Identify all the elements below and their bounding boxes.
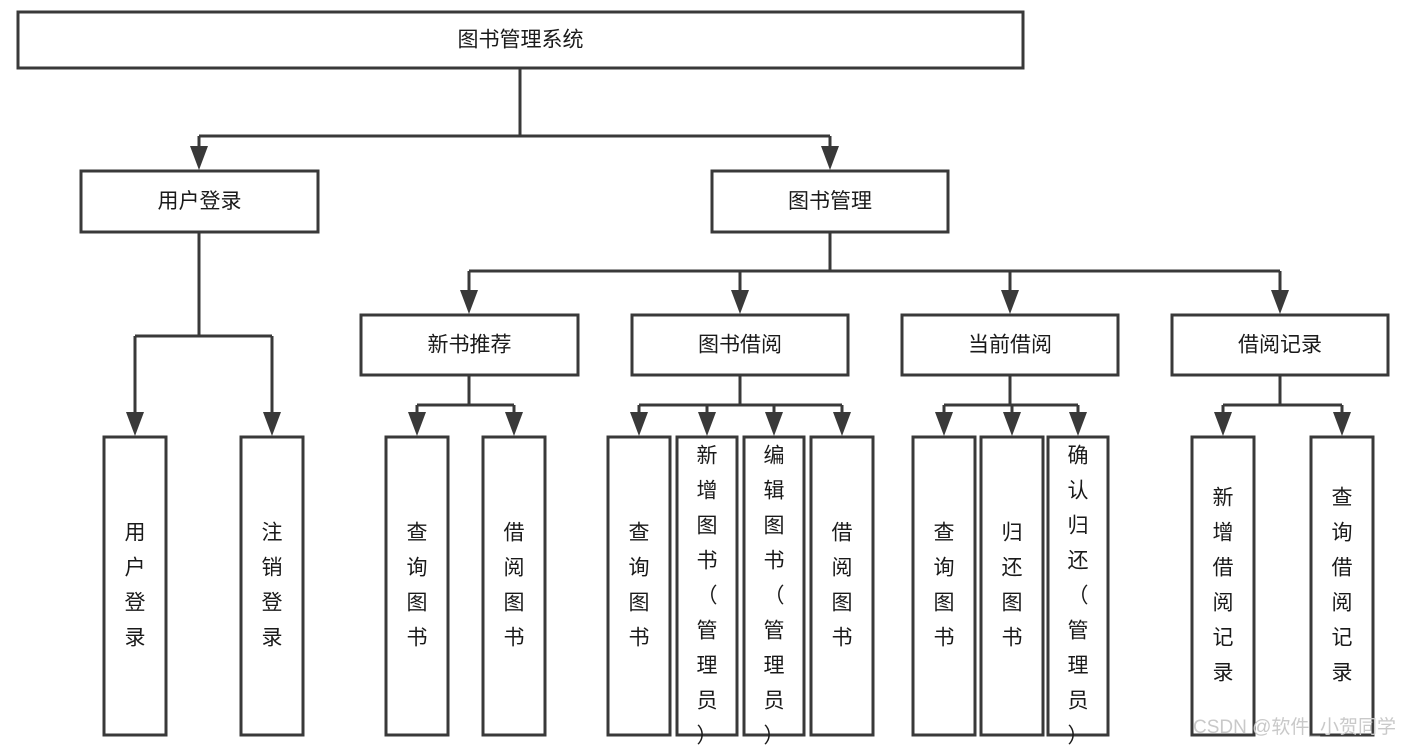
- node-leaf-borrow-book-1[interactable]: 借阅图书: [481, 435, 547, 737]
- csdn-watermark: CSDN @软件_小贺同学: [1193, 716, 1396, 738]
- node-book-borrow[interactable]: 图书借阅: [630, 313, 850, 377]
- node-box-book-borrow[interactable]: [630, 313, 850, 377]
- node-label-leaf-return-book: 归还图书: [1002, 522, 1023, 650]
- arrow-head-icon: [698, 412, 716, 436]
- node-book-management[interactable]: 图书管理: [710, 169, 950, 234]
- node-box-leaf-user-login[interactable]: [102, 435, 168, 737]
- node-box-leaf-edit-book-admin[interactable]: [742, 435, 806, 737]
- node-label-leaf-add-book-admin: 新增图书（管理员）: [697, 445, 718, 747]
- node-label-leaf-query-book-2: 查询图书: [629, 522, 650, 650]
- node-leaf-user-login[interactable]: 用户登录: [102, 435, 168, 737]
- node-box-leaf-query-book-2[interactable]: [606, 435, 672, 737]
- conn-root-to-level2: [190, 68, 839, 170]
- arrow-head-icon: [190, 146, 208, 170]
- node-box-leaf-add-book-admin[interactable]: [675, 435, 739, 737]
- arrow-head-icon: [1271, 290, 1289, 314]
- conn-borrowrecord-to-leaves: [1214, 375, 1351, 436]
- node-leaf-query-book-1[interactable]: 查询图书: [384, 435, 450, 737]
- arrow-head-icon: [1069, 412, 1087, 436]
- node-leaf-logout-login[interactable]: 注销登录: [239, 435, 305, 737]
- conn-bookborrow-to-leaves: [630, 375, 851, 436]
- node-label-leaf-query-book-3: 查询图书: [934, 522, 955, 650]
- node-box-current-borrow[interactable]: [900, 313, 1120, 377]
- node-leaf-confirm-return-admin[interactable]: 确认归还（管理员）: [1046, 435, 1110, 747]
- arrow-head-icon: [765, 412, 783, 436]
- node-leaf-query-book-3[interactable]: 查询图书: [911, 435, 977, 737]
- arrow-head-icon: [1333, 412, 1351, 436]
- node-root[interactable]: 图书管理系统: [16, 10, 1025, 70]
- conn-currentborrow-to-leaves: [935, 375, 1087, 436]
- arrow-head-icon: [460, 290, 478, 314]
- node-box-leaf-borrow-book-2[interactable]: [809, 435, 875, 737]
- node-box-leaf-logout-login[interactable]: [239, 435, 305, 737]
- arrow-head-icon: [263, 412, 281, 436]
- node-box-user-login[interactable]: [79, 169, 320, 234]
- node-leaf-add-book-admin[interactable]: 新增图书（管理员）: [675, 435, 739, 747]
- node-current-borrow[interactable]: 当前借阅: [900, 313, 1120, 377]
- arrow-head-icon: [126, 412, 144, 436]
- node-leaf-return-book[interactable]: 归还图书: [979, 435, 1045, 737]
- node-leaf-query-book-2[interactable]: 查询图书: [606, 435, 672, 737]
- node-box-leaf-return-book[interactable]: [979, 435, 1045, 737]
- node-box-leaf-borrow-book-1[interactable]: [481, 435, 547, 737]
- node-label-leaf-logout-login: 注销登录: [262, 522, 283, 650]
- conn-userlogin-to-leaves: [126, 232, 281, 436]
- node-user-login[interactable]: 用户登录: [79, 169, 320, 234]
- arrow-head-icon: [821, 146, 839, 170]
- node-leaf-edit-book-admin[interactable]: 编辑图书（管理员）: [742, 435, 806, 747]
- node-borrow-record[interactable]: 借阅记录: [1170, 313, 1390, 377]
- arrow-head-icon: [1003, 412, 1021, 436]
- node-box-new-book-recommend[interactable]: [359, 313, 580, 377]
- node-box-leaf-query-book-1[interactable]: [384, 435, 450, 737]
- node-label-leaf-user-login: 用户登录: [125, 522, 146, 650]
- arrow-head-icon: [408, 412, 426, 436]
- arrow-head-icon: [1214, 412, 1232, 436]
- node-label-leaf-query-borrow-record: 查询借阅记录: [1332, 487, 1353, 685]
- node-box-leaf-query-book-3[interactable]: [911, 435, 977, 737]
- node-leaf-add-borrow-record[interactable]: 新增借阅记录: [1190, 435, 1256, 737]
- node-leaf-query-borrow-record[interactable]: 查询借阅记录: [1309, 435, 1375, 737]
- arrow-head-icon: [630, 412, 648, 436]
- node-box-leaf-add-borrow-record[interactable]: [1190, 435, 1256, 737]
- node-label-root: 图书管理系统: [458, 29, 584, 52]
- arrow-head-icon: [1001, 290, 1019, 314]
- node-label-current-borrow: 当前借阅: [968, 334, 1052, 357]
- node-label-new-book-recommend: 新书推荐: [428, 334, 512, 357]
- conn-newbook-to-leaves: [408, 375, 523, 436]
- node-label-leaf-edit-book-admin: 编辑图书（管理员）: [764, 445, 785, 747]
- node-label-leaf-query-book-1: 查询图书: [407, 522, 428, 650]
- node-label-user-login: 用户登录: [158, 190, 242, 213]
- node-leaf-borrow-book-2[interactable]: 借阅图书: [809, 435, 875, 737]
- node-box-root[interactable]: [16, 10, 1025, 70]
- node-box-leaf-confirm-return-admin[interactable]: [1046, 435, 1110, 737]
- arrow-head-icon: [935, 412, 953, 436]
- conn-bookmgmt-to-level3: [460, 232, 1289, 314]
- node-label-borrow-record: 借阅记录: [1238, 334, 1322, 357]
- node-label-leaf-borrow-book-2: 借阅图书: [832, 522, 853, 650]
- node-box-leaf-query-borrow-record[interactable]: [1309, 435, 1375, 737]
- arrow-head-icon: [731, 290, 749, 314]
- node-label-book-management: 图书管理: [788, 190, 872, 213]
- nodes-layer: 图书管理系统用户登录图书管理新书推荐图书借阅当前借阅借阅记录用户登录注销登录查询…: [16, 10, 1390, 747]
- node-label-leaf-borrow-book-1: 借阅图书: [504, 522, 525, 650]
- node-new-book-recommend[interactable]: 新书推荐: [359, 313, 580, 377]
- node-label-book-borrow: 图书借阅: [698, 334, 782, 357]
- connectors-layer: [126, 68, 1351, 436]
- arrow-head-icon: [833, 412, 851, 436]
- node-label-leaf-add-borrow-record: 新增借阅记录: [1213, 487, 1234, 685]
- node-box-book-management[interactable]: [710, 169, 950, 234]
- arrow-head-icon: [505, 412, 523, 436]
- node-label-leaf-confirm-return-admin: 确认归还（管理员）: [1068, 445, 1089, 747]
- node-box-borrow-record[interactable]: [1170, 313, 1390, 377]
